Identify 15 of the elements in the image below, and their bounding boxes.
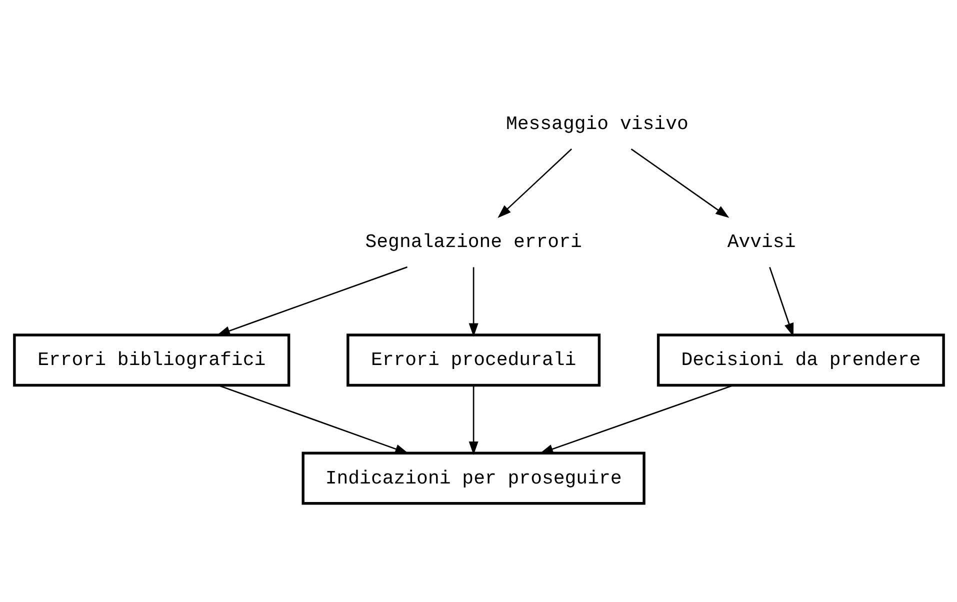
arrow xyxy=(217,384,408,454)
arrow xyxy=(768,266,794,337)
arrow xyxy=(497,148,572,218)
node-box: Indicazioni per proseguire xyxy=(301,452,645,505)
arrow xyxy=(468,267,478,337)
arrow xyxy=(216,266,407,336)
arrow xyxy=(630,148,729,218)
node-box: Errori procedurali xyxy=(346,334,600,387)
node-box: Decisioni da prendere xyxy=(656,334,944,387)
arrow xyxy=(539,384,734,454)
arrow xyxy=(468,385,478,456)
node-text: Messaggio visivo xyxy=(505,112,688,135)
node-box: Errori bibliografici xyxy=(12,334,290,387)
node-text: Avvisi xyxy=(726,230,796,253)
node-text: Segnalazione errori xyxy=(364,230,582,253)
